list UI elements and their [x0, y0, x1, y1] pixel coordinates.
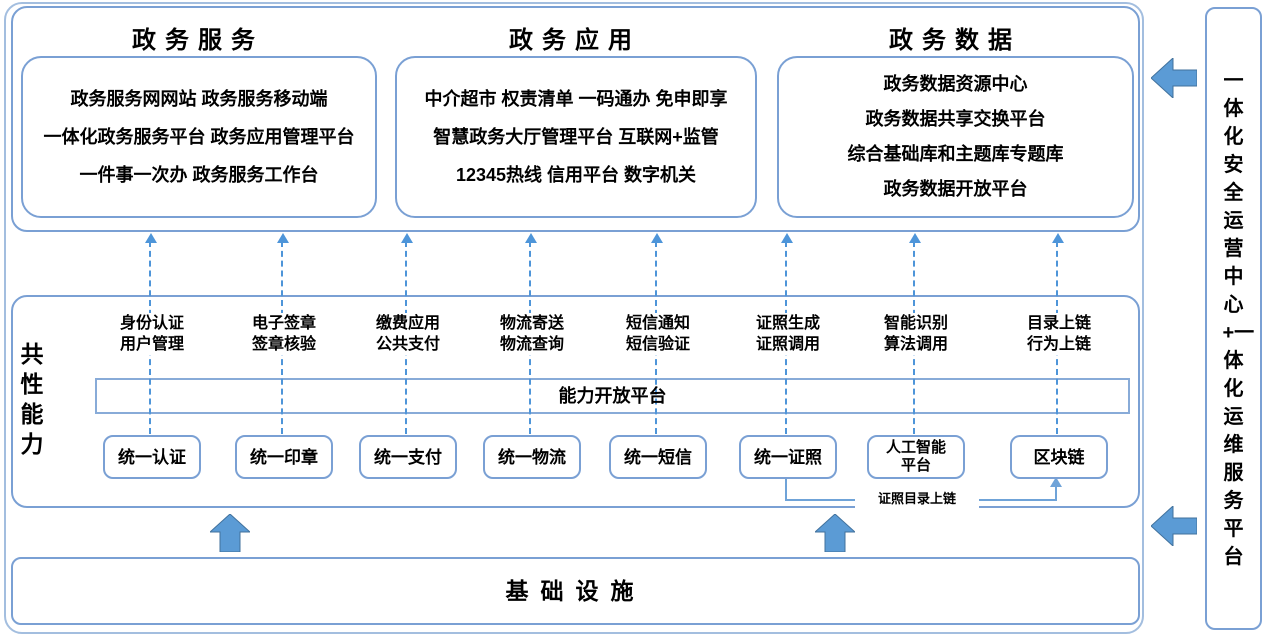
top-layer-container: 政务服务 政务应用 政务数据 政务服务网网站 政务服务移动端 一体化政务服务平台… [11, 6, 1140, 232]
up-arrow-icon [210, 514, 250, 552]
capability-label-auth: 身份认证 用户管理 [92, 313, 212, 355]
connector-arrowhead-icon [1050, 477, 1062, 487]
unified-seal-box: 统一印章 [235, 435, 333, 479]
dashed-arrowhead-icon [277, 233, 289, 243]
unified-box-label: 统一物流 [498, 447, 566, 467]
dashed-arrowhead-icon [525, 233, 537, 243]
gov-data-line: 综合基础库和主题库专题库 [847, 144, 1064, 164]
capability-label-sms: 短信通知 短信验证 [598, 313, 718, 355]
gov-application-line: 12345热线 信用平台 数字机关 [455, 165, 697, 185]
gov-data-box: 政务数据资源中心 政务数据共享交换平台 综合基础库和主题库专题库 政务数据开放平… [777, 56, 1134, 218]
open-platform-bar-label: 能力开放平台 [558, 386, 667, 406]
unified-payment-box: 统一支付 [359, 435, 457, 479]
unified-box-label: 统一认证 [118, 447, 186, 467]
gov-service-line: 一体化政务服务平台 政务应用管理平台 [43, 127, 355, 147]
gov-data-line: 政务数据资源中心 [883, 74, 1028, 94]
dashed-arrowhead-icon [909, 233, 921, 243]
gov-service-line: 一件事一次办 政务服务工作台 [79, 165, 319, 185]
infrastructure-box: 基础设施 [11, 557, 1140, 625]
capability-label-line: 物流查询 [499, 336, 564, 353]
capability-label-line: 缴费应用 [375, 315, 440, 332]
open-platform-bar [95, 378, 1130, 414]
capability-label-line: 目录上链 [1026, 315, 1091, 332]
dashed-arrowhead-icon [145, 233, 157, 243]
capability-label-line: 算法调用 [883, 336, 948, 353]
capability-label-line: 签章核验 [251, 336, 316, 353]
capability-label-line: 证照生成 [755, 315, 820, 332]
gov-service-box: 政务服务网网站 政务服务移动端 一体化政务服务平台 政务应用管理平台 一件事一次… [21, 56, 377, 218]
license-chain-connector-v1 [785, 477, 787, 501]
unified-license-box: 统一证照 [739, 435, 837, 479]
blockchain-box: 区块链 [1010, 435, 1108, 479]
unified-box-label: 统一印章 [250, 447, 318, 467]
capability-label-license: 证照生成 证照调用 [728, 313, 848, 355]
left-arrow-icon [1151, 58, 1197, 98]
unified-box-label: 统一支付 [374, 447, 442, 467]
capability-label-line: 行为上链 [1026, 336, 1091, 353]
gov-application-box: 中介超市 权责清单 一码通办 免申即享 智慧政务大厅管理平台 互联网+监管 12… [395, 56, 757, 218]
section-title-gov-application: 政务应用 [509, 27, 641, 54]
capability-label-line: 智能识别 [883, 315, 948, 332]
dashed-arrowhead-icon [781, 233, 793, 243]
capability-label-line: 用户管理 [119, 336, 184, 353]
capability-label-line: 短信验证 [625, 336, 690, 353]
capability-label-line: 短信通知 [625, 315, 690, 332]
outer-frame [4, 2, 1144, 634]
gov-service-line: 政务服务网网站 政务服务移动端 [70, 89, 328, 109]
unified-logistics-box: 统一物流 [483, 435, 581, 479]
blockchain-box-label: 区块链 [1033, 447, 1085, 467]
common-capability-container: 共性能力 身份认证 用户管理 电子签章 签章核验 缴费应用 公共支付 物流寄送 … [11, 295, 1140, 508]
license-chain-connector-v2 [1055, 486, 1057, 500]
capability-label-line: 物流寄送 [499, 315, 564, 332]
capability-label-blockchain: 目录上链 行为上链 [999, 313, 1119, 355]
unified-box-label: 统一短信 [624, 447, 692, 467]
capability-label-line: 证照调用 [755, 336, 820, 353]
license-chain-connector-label: 证照目录上链 [855, 490, 979, 508]
section-title-gov-service: 政务服务 [132, 27, 264, 54]
capability-label-line: 身份认证 [119, 315, 184, 332]
gov-data-line: 政务数据开放平台 [883, 179, 1028, 199]
gov-data-line: 政务数据共享交换平台 [865, 109, 1046, 129]
unified-box-label: 统一证照 [754, 447, 822, 467]
gov-application-line: 中介超市 权责清单 一码通办 免申即享 [424, 89, 728, 109]
gov-application-line: 智慧政务大厅管理平台 互联网+监管 [433, 127, 719, 147]
section-title-gov-data: 政务数据 [889, 27, 1021, 54]
capability-label-ai: 智能识别 算法调用 [856, 313, 976, 355]
capability-label-line: 电子签章 [251, 315, 316, 332]
ai-platform-box-label: 人工智能 [885, 439, 946, 456]
unified-sms-box: 统一短信 [609, 435, 707, 479]
security-ops-sidebar-label: 一体化安全运营中心+一体化运维服务平台 [1222, 69, 1255, 568]
unified-auth-box: 统一认证 [103, 435, 201, 479]
capability-label-payment: 缴费应用 公共支付 [348, 313, 468, 355]
infrastructure-label: 基础设施 [505, 578, 646, 604]
capability-label-logistics: 物流寄送 物流查询 [472, 313, 592, 355]
security-ops-sidebar: 一体化安全运营中心+一体化运维服务平台 [1205, 7, 1262, 630]
up-arrow-icon [815, 514, 855, 552]
dashed-arrowhead-icon [1052, 233, 1064, 243]
ai-platform-box-label: 平台 [900, 457, 931, 474]
ai-platform-box: 人工智能 平台 [867, 435, 965, 479]
common-capability-side-label: 共性能力 [20, 341, 44, 457]
left-arrow-icon [1151, 506, 1197, 546]
dashed-arrowhead-icon [401, 233, 413, 243]
capability-label-signature: 电子签章 签章核验 [224, 313, 344, 355]
capability-label-line: 公共支付 [375, 336, 440, 353]
dashed-arrowhead-icon [651, 233, 663, 243]
